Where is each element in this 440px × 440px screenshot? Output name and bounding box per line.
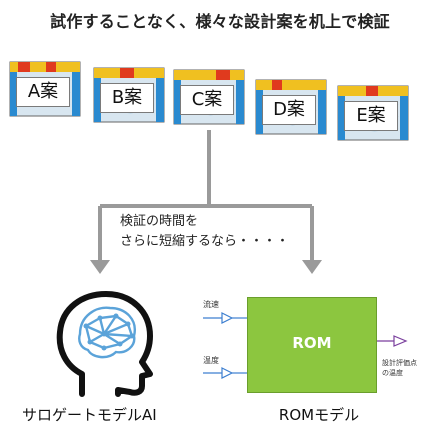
note-line-2: さらに短縮するなら・・・・ <box>120 234 290 249</box>
case-label: D案 <box>262 95 316 125</box>
case-label: B案 <box>100 83 154 113</box>
rom-box: ROM <box>247 297 377 393</box>
arrowhead-left <box>90 260 110 274</box>
note-line-1: 検証の時間を <box>120 214 199 229</box>
speedup-note: 検証の時間を さらに短縮するなら・・・・ <box>120 212 289 252</box>
case-label: C案 <box>180 85 234 115</box>
case-label: E案 <box>344 101 398 131</box>
surrogate-ai-label: サロゲートモデルAI <box>22 406 157 424</box>
case-b: B案 <box>92 64 166 124</box>
case-label: A案 <box>16 77 70 107</box>
output-label-line-2: の温度 <box>382 369 403 377</box>
input-label-temperature: 温度 <box>203 356 219 365</box>
input-arrowhead-1 <box>221 312 234 324</box>
input-label-flow-velocity: 流速 <box>203 300 219 309</box>
input-arrowhead-2 <box>221 367 234 379</box>
rom-model-label: ROMモデル <box>278 406 360 424</box>
output-label-line-1: 設計評価点 <box>382 359 417 367</box>
arrowhead-right <box>302 260 322 274</box>
case-a: A案 <box>8 58 82 118</box>
case-c: C案 <box>172 66 246 126</box>
head-brain-network-icon <box>56 291 153 397</box>
rom-box-label: ROM <box>292 334 332 352</box>
output-arrowhead <box>393 335 408 347</box>
output-label: 設計評価点 の温度 <box>382 358 417 378</box>
case-d: D案 <box>254 76 328 136</box>
case-e: E案 <box>336 82 410 142</box>
page-title: 試作することなく、様々な設計案を机上で検証 <box>50 12 390 31</box>
